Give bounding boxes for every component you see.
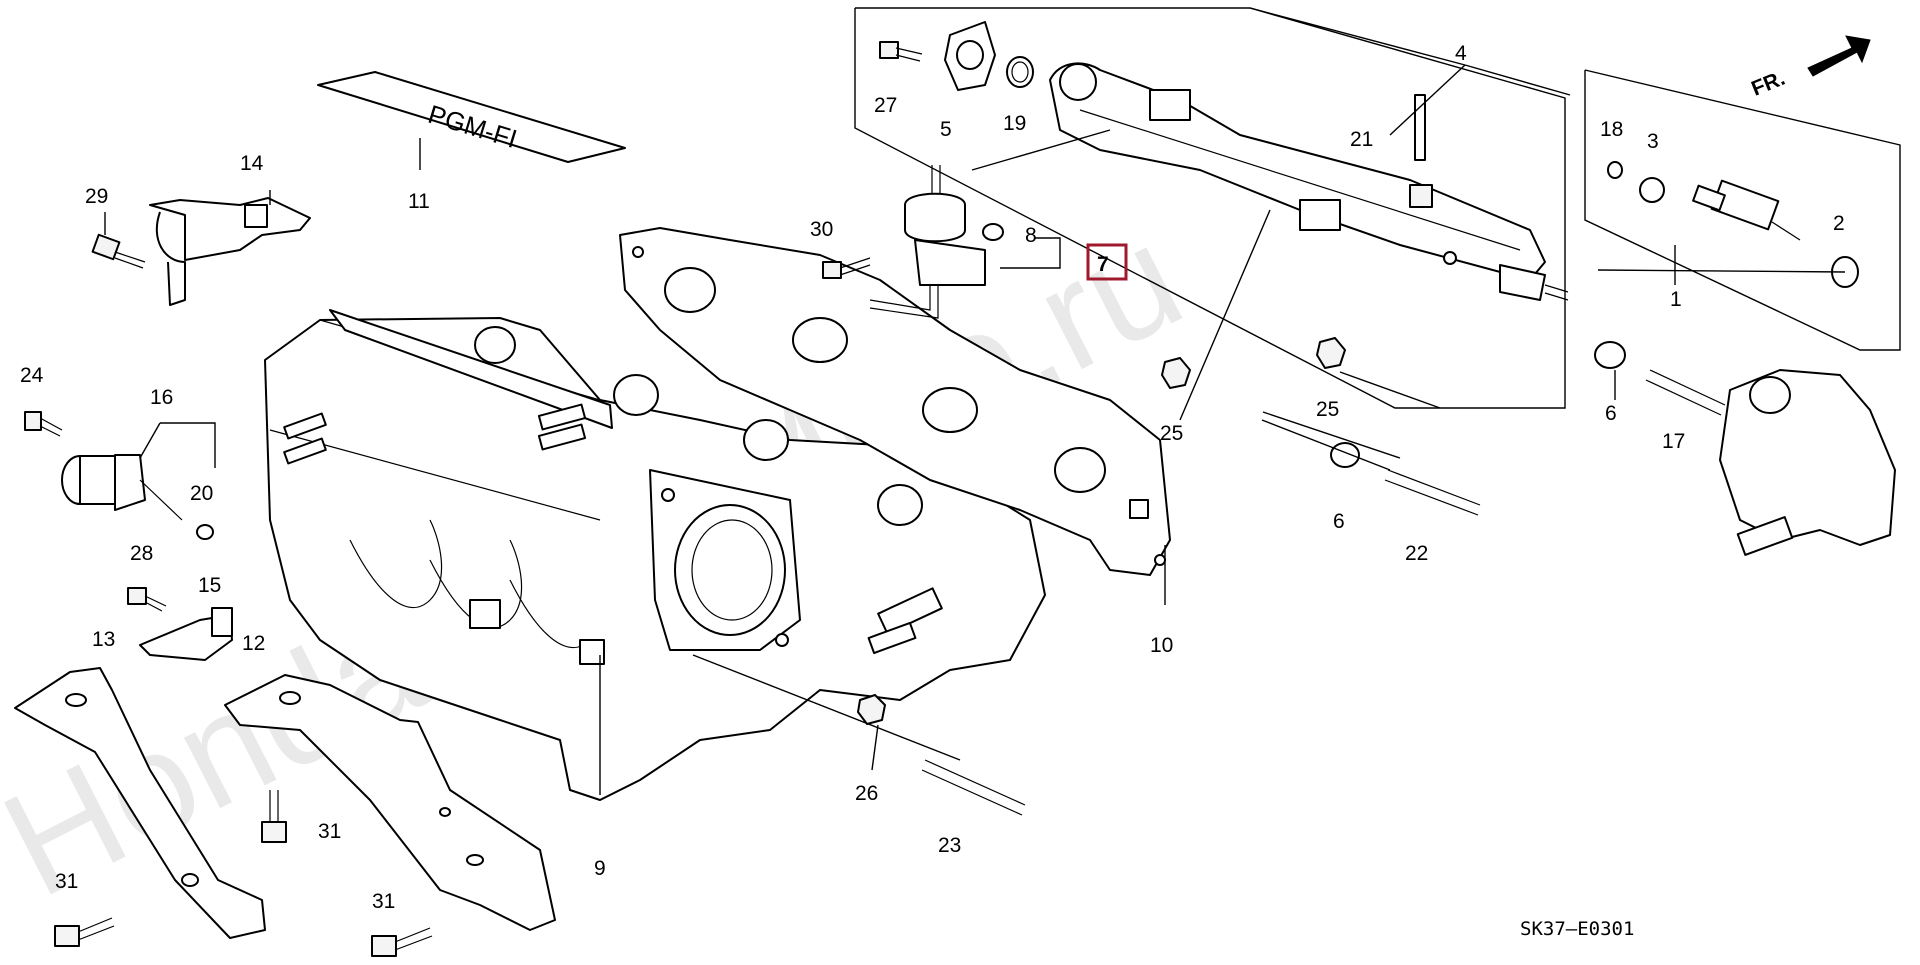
callout-2[interactable]: 2 — [1833, 212, 1845, 235]
callout-13[interactable]: 13 — [92, 628, 115, 651]
fuel-rail-4 — [1049, 62, 1569, 301]
callout-25b[interactable]: 25 — [1316, 398, 1339, 421]
callout-labels: 1 2 3 4 5 6 6 7 8 9 10 11 12 13 14 15 16… — [20, 42, 1845, 913]
intake-manifold-9 — [264, 309, 1046, 801]
callout-31b[interactable]: 31 — [55, 870, 78, 893]
callout-28[interactable]: 28 — [130, 542, 153, 565]
callout-22[interactable]: 22 — [1405, 542, 1428, 565]
stay-12 — [224, 674, 556, 931]
nut-25-a — [1161, 357, 1191, 389]
front-arrow-icon: FR. — [1748, 35, 1871, 101]
callout-8[interactable]: 8 — [1025, 224, 1037, 247]
highlight-box — [1086, 243, 1128, 281]
bracket-14 — [149, 197, 311, 306]
callout-4[interactable]: 4 — [1455, 42, 1467, 65]
callout-31a[interactable]: 31 — [318, 820, 341, 843]
bolt-27 — [879, 41, 923, 62]
bolt-31-c — [371, 927, 433, 957]
callout-26[interactable]: 26 — [855, 782, 878, 805]
nut-25-b — [1316, 337, 1346, 369]
callout-10[interactable]: 10 — [1150, 634, 1173, 657]
washer-20 — [196, 524, 214, 540]
stay-13 — [14, 667, 266, 939]
washer-6-b — [1594, 341, 1626, 369]
callout-30[interactable]: 30 — [810, 218, 833, 241]
callout-15[interactable]: 15 — [198, 574, 221, 597]
callout-18[interactable]: 18 — [1600, 118, 1623, 141]
bolt-31-b — [54, 917, 115, 947]
injector-1 — [1692, 179, 1801, 241]
callout-31c[interactable]: 31 — [372, 890, 395, 913]
bolt-29 — [91, 233, 146, 269]
front-arrow-label: FR. — [1748, 67, 1788, 101]
callout-25a[interactable]: 25 — [1160, 422, 1183, 445]
pgm-fi-decal: PGM-FI — [317, 71, 626, 163]
o-ring-19 — [1006, 56, 1034, 88]
bolt-24 — [24, 411, 63, 437]
washer-6-a — [1330, 442, 1360, 468]
callout-29[interactable]: 29 — [85, 185, 108, 208]
gasket-10 — [619, 227, 1171, 576]
callout-21[interactable]: 21 — [1350, 128, 1373, 151]
callout-6b[interactable]: 6 — [1333, 510, 1345, 533]
callout-7[interactable]: 7 — [1097, 253, 1109, 276]
sensor-16 — [61, 454, 183, 521]
callout-12[interactable]: 12 — [242, 632, 265, 655]
callout-19[interactable]: 19 — [1003, 112, 1026, 135]
injector-group-outline — [1584, 69, 1901, 351]
callout-20[interactable]: 20 — [190, 482, 213, 505]
pressure-regulator-7 — [869, 165, 1004, 319]
bolt-28 — [127, 587, 167, 612]
fuel-rail-group-outline — [854, 7, 1566, 409]
stud-22 — [1384, 469, 1481, 516]
cover-5 — [944, 21, 996, 91]
nut-26 — [857, 694, 886, 725]
callout-3[interactable]: 3 — [1647, 130, 1659, 153]
callout-14[interactable]: 14 — [240, 152, 264, 175]
thermostat-housing — [1719, 369, 1896, 556]
callout-17[interactable]: 17 — [1662, 430, 1685, 453]
callout-5[interactable]: 5 — [940, 118, 952, 141]
bracket-15 — [139, 607, 233, 661]
stud-21 — [1409, 94, 1433, 208]
o-ring-18 — [1607, 161, 1623, 179]
stud-23 — [921, 759, 1026, 816]
callout-24[interactable]: 24 — [20, 364, 44, 387]
callout-1[interactable]: 1 — [1670, 288, 1682, 311]
stud-17 — [1645, 369, 1726, 416]
leader-lines — [104, 7, 1846, 795]
bolt-30 — [822, 257, 871, 279]
callout-6a[interactable]: 6 — [1605, 402, 1617, 425]
callout-27[interactable]: 27 — [874, 94, 897, 117]
callout-23[interactable]: 23 — [938, 834, 961, 857]
cushion-3 — [1639, 177, 1665, 203]
bolt-31-a — [261, 790, 287, 843]
callout-16[interactable]: 16 — [150, 386, 173, 409]
drawing-code: SK37–E0301 — [1520, 918, 1634, 940]
callout-9[interactable]: 9 — [594, 857, 606, 880]
callout-11[interactable]: 11 — [408, 190, 430, 213]
